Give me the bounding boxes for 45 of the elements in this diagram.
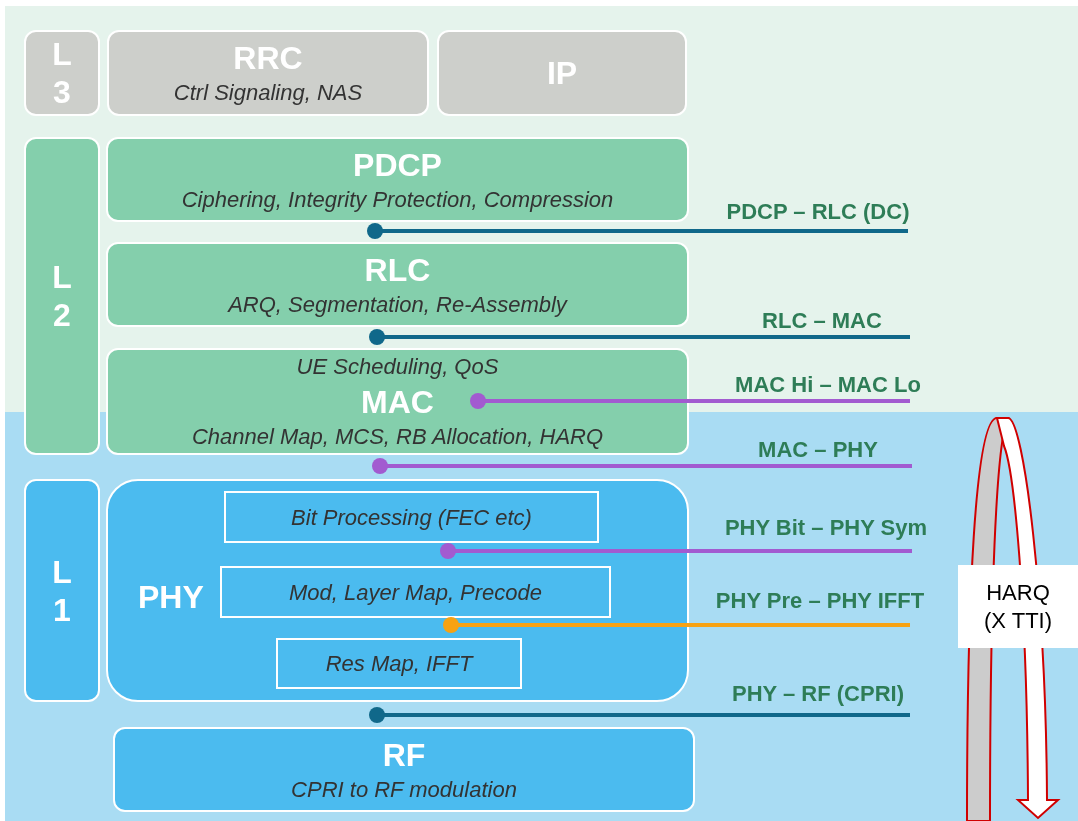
layer-box	[24, 479, 100, 702]
split-label: MAC – PHY	[758, 436, 878, 464]
protocol-box	[106, 137, 689, 222]
split-line	[372, 458, 912, 474]
split-line	[369, 329, 910, 345]
split-label: PDCP – RLC (DC)	[726, 198, 910, 226]
split-label: RLC – MAC	[762, 307, 882, 335]
function-list: CPRI to RF modulation	[291, 774, 517, 805]
protocol-title: MAC	[361, 382, 434, 422]
function-label: Res Map, IFFT	[325, 650, 473, 678]
protocol-box	[106, 242, 689, 327]
split-line	[369, 707, 910, 723]
function-box	[224, 491, 599, 543]
split-label: PHY – RF (CPRI)	[732, 680, 904, 708]
split-line	[367, 223, 908, 239]
function-list: ARQ, Segmentation, Re-Assembly	[228, 289, 567, 320]
function-list: Ciphering, Integrity Protection, Compression	[181, 184, 614, 215]
protocol-box	[113, 727, 695, 812]
protocol-title: PDCP	[353, 145, 442, 185]
split-line	[440, 543, 912, 559]
harq-label: HARQ (X TTI)	[983, 578, 1053, 635]
protocol-title: PHY	[138, 578, 204, 617]
protocol-box	[106, 348, 689, 455]
function-box	[220, 566, 611, 618]
function-list: Channel Map, MCS, RB Allocation, HARQ	[191, 421, 604, 452]
split-label: MAC Hi – MAC Lo	[735, 371, 921, 399]
function-label: Bit Processing (FEC etc)	[291, 503, 532, 532]
layer-box	[24, 137, 100, 455]
protocol-box	[107, 30, 429, 116]
protocol-title: RF	[382, 735, 426, 775]
protocol-box	[437, 30, 687, 116]
layer-label: L 2	[51, 258, 73, 334]
function-list: Ctrl Signaling, NAS	[173, 78, 363, 108]
function-list: UE Scheduling, QoS	[296, 351, 499, 382]
split-label: PHY Bit – PHY Sym	[724, 514, 928, 542]
function-box	[276, 638, 522, 689]
split-label: PHY Pre – PHY IFFT	[715, 587, 925, 615]
layer-box	[24, 30, 100, 116]
function-label: Mod, Layer Map, Precode	[288, 578, 543, 607]
protocol-title: RLC	[364, 250, 431, 290]
layer-label: L 1	[51, 552, 73, 629]
note-box	[958, 565, 1078, 648]
split-line	[470, 393, 910, 409]
protocol-box	[106, 479, 689, 702]
split-line	[443, 617, 910, 633]
